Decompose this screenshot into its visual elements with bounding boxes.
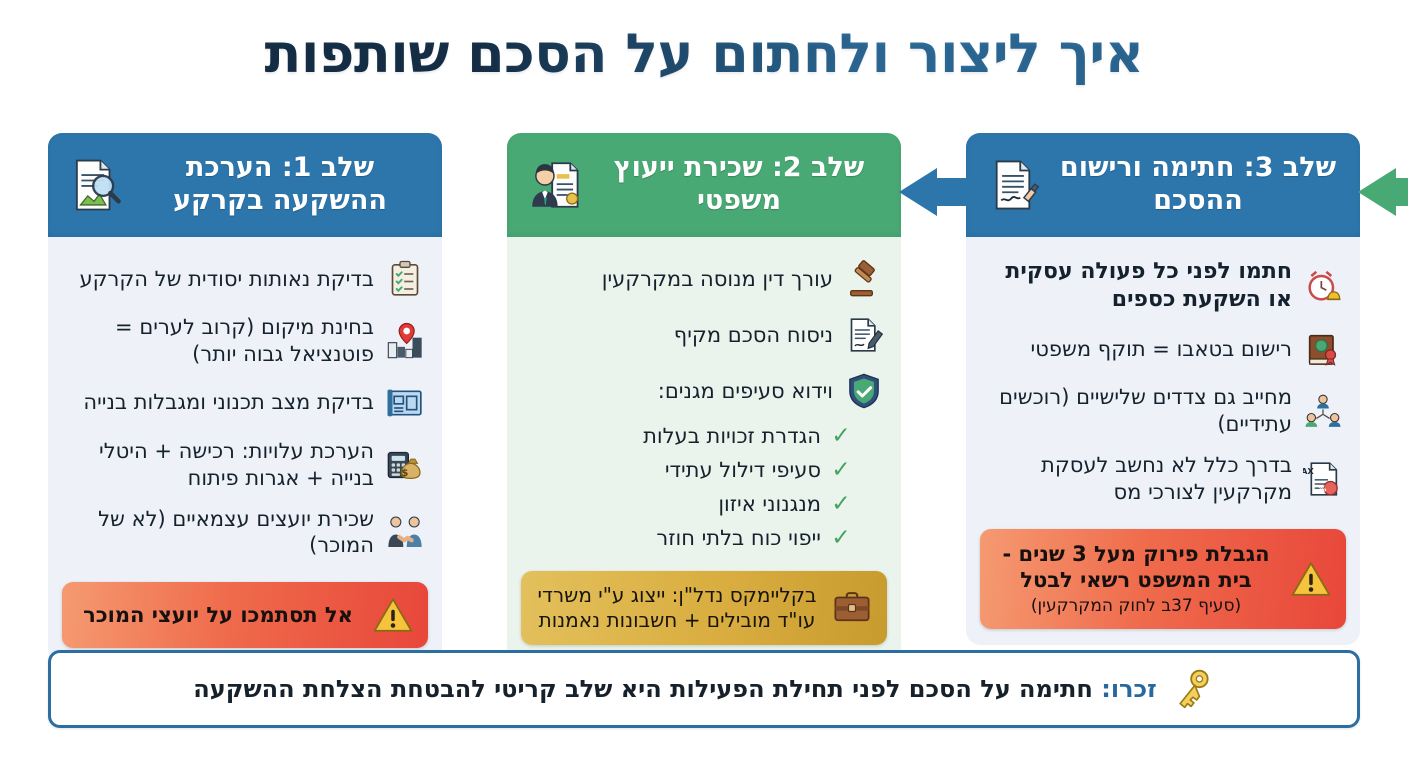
step2-bullets: עורך דין מנוסה במקרקעין: [521, 251, 887, 419]
lawyer-certificate-icon: [525, 156, 583, 214]
bullet: שכירת יועצים עצמאיים (לא של המוכר): [62, 499, 428, 567]
bullet-label: בחינת מיקום (קרוב לערים = פוטנציאל גבוה …: [115, 315, 374, 366]
bullet-label: בדיקת נאותות יסודית של הקרקע: [79, 266, 374, 291]
registry-book-icon: [1302, 328, 1344, 370]
warning-triangle-icon: [1290, 558, 1332, 600]
location-pin-city-icon: [384, 320, 426, 362]
signed-document-icon: [984, 156, 1042, 214]
arrow-step2-to-step3: [1356, 166, 1408, 218]
step3-warning-text: הגבלת פירוק מעל 3 שנים - בית המשפט רשאי …: [994, 541, 1278, 617]
bullet: חתמו לפני כל פעולה עסקית או השקעת כספים: [980, 251, 1346, 321]
contract-pen-icon: [843, 314, 885, 356]
bullet-label: בדיקת מצב תכנוני ומגבלות בנייה: [83, 390, 374, 415]
bullet: TAX % בדרך כלל לא נחשב לעסקת מקרקעין לצו…: [980, 445, 1346, 513]
step2-header: שלב 2: שכירת ייעוץ משפטי: [507, 133, 971, 237]
check-label: ייפוי כוח בלתי חוזר: [656, 526, 821, 550]
step3-body: חתמו לפני כל פעולה עסקית או השקעת כספים: [966, 237, 1360, 646]
check-icon: ✓: [831, 422, 851, 449]
bullet: ניסוח הסכם מקיף: [521, 307, 887, 363]
step1-bullets: בדיקת נאותות יסודית של הקרקע: [62, 251, 428, 566]
steps-row: שלב 3: חתימה ורישום ההסכם: [48, 133, 1408, 665]
step1-header-label: שלב 1: הערכת ההשקעה בקרקע: [173, 152, 387, 216]
step3-warning-banner: הגבלת פירוק מעל 3 שנים - בית המשפט רשאי …: [980, 528, 1346, 630]
list-item: ✓ הגדרת זכויות בעלות: [521, 419, 881, 453]
step3-header: שלב 3: חתימה ורישום ההסכם: [966, 133, 1408, 237]
bullet-label: רישום בטאבו = תוקף משפטי: [1030, 336, 1292, 361]
svg-text:%: %: [1319, 484, 1327, 493]
step1-header: שלב 1: הערכת ההשקעה בקרקע: [48, 133, 442, 237]
footer-body: חתימה על הסכם לפני תחילת הפעילות היא שלב…: [193, 675, 1102, 703]
check-label: מנגנוני איזון: [718, 492, 821, 516]
check-label: סעיפי דילול עתידי: [664, 458, 821, 482]
list-item: ✓ מנגנוני איזון: [521, 487, 881, 521]
step2-highlight-text: בקליימקס נדל"ן: ייצוג ע"י משרדי עו"ד מוב…: [537, 583, 817, 633]
handshake-icon: [384, 511, 426, 553]
step2-checklist: ✓ הגדרת זכויות בעלות ✓ סעיפי דילול עתידי…: [521, 419, 887, 555]
list-item: ✓ סעיפי דילול עתידי: [521, 453, 881, 487]
alarm-clock-icon: [1302, 265, 1344, 307]
gavel-icon: [843, 258, 885, 300]
svg-text:$: $: [401, 467, 408, 478]
bullet: עורך דין מנוסה במקרקעין: [521, 251, 887, 307]
step1-body: בדיקת נאותות יסודית של הקרקע: [48, 237, 442, 665]
step3-warning-sub: (סעיף 37ב לחוק המקרקעין): [1030, 595, 1242, 616]
bullet-label: חתמו לפני כל פעולה עסקית או השקעת כספים: [1005, 259, 1292, 313]
bullet: מחייב גם צדדים שלישיים (רוכשים עתידיים): [980, 377, 1346, 445]
footer-note: זכרו: חתימה על הסכם לפני תחילת הפעילות ה…: [48, 650, 1360, 728]
step-card-step3: שלב 3: חתימה ורישום ההסכם: [966, 133, 1408, 646]
bullet-label: בדרך כלל לא נחשב לעסקת מקרקעין לצורכי מס: [1041, 453, 1292, 504]
bullet: $ הערכת עלויות: רכישה + היטלי בנייה + אג…: [62, 431, 428, 499]
bullet: רישום בטאבו = תוקף משפטי: [980, 321, 1346, 377]
blueprint-icon: [384, 382, 426, 424]
bullet: בדיקת נאותות יסודית של הקרקע: [62, 251, 428, 307]
footer-lead: זכרו:: [1101, 675, 1157, 703]
check-label: הגדרת זכויות בעלות: [643, 424, 821, 448]
people-network-icon: [1302, 390, 1344, 432]
tax-document-icon: TAX %: [1302, 458, 1344, 500]
bullet-label: הערכת עלויות: רכישה + היטלי בנייה + אגרו…: [99, 438, 374, 490]
check-icon: ✓: [831, 490, 851, 517]
svg-text:TAX: TAX: [1303, 466, 1314, 476]
step1-warning-banner: אל תסתמכו על יועצי המוכר: [62, 582, 428, 649]
check-icon: ✓: [831, 456, 851, 483]
step1-warning-text: אל תסתמכו על יועצי המוכר: [83, 603, 353, 628]
bullet: בדיקת מצב תכנוני ומגבלות בנייה: [62, 375, 428, 431]
bullet: וידוא סעיפים מגנים:: [521, 363, 887, 419]
step-card-step1: שלב 1: הערכת ההשקעה בקרקע: [48, 133, 442, 665]
step3-bullets: חתמו לפני כל פעולה עסקית או השקעת כספים: [980, 251, 1346, 513]
list-item: ✓ ייפוי כוח בלתי חוזר: [521, 521, 881, 555]
bullet-label: שכירת יועצים עצמאיים (לא של המוכר): [98, 506, 374, 558]
bullet-label: מחייב גם צדדים שלישיים (רוכשים עתידיים): [999, 385, 1292, 437]
key-icon: [1171, 667, 1215, 711]
step3-header-label: שלב 3: חתימה ורישום ההסכם: [1059, 152, 1337, 216]
step2-body: עורך דין מנוסה במקרקעין: [507, 237, 901, 662]
step2-header-label: שלב 2: שכירת ייעוץ משפטי: [613, 152, 865, 216]
bullet-label: ניסוח הסכם מקיף: [673, 322, 833, 347]
footer-text: זכרו: חתימה על הסכם לפני תחילת הפעילות ה…: [193, 675, 1156, 703]
clipboard-check-icon: [384, 258, 426, 300]
calculator-money-icon: $: [384, 444, 426, 486]
bullet: בחינת מיקום (קרוב לערים = פוטנציאל גבוה …: [62, 307, 428, 375]
bullet-label: עורך דין מנוסה במקרקעין: [601, 266, 833, 291]
land-survey-icon: [66, 156, 124, 214]
bullet-label: וידוא סעיפים מגנים:: [657, 378, 833, 403]
arrow-step1-to-step2: [897, 166, 971, 218]
step-card-step2: שלב 2: שכירת ייעוץ משפטי: [507, 133, 971, 662]
step3-warning-main: הגבלת פירוק מעל 3 שנים - בית המשפט רשאי …: [1002, 541, 1270, 593]
briefcase-icon: [831, 587, 873, 629]
warning-triangle-icon: [372, 594, 414, 636]
check-icon: ✓: [831, 524, 851, 551]
page-title: איך ליצור ולחתום על הסכם שותפות: [0, 22, 1408, 85]
step2-highlight-banner: בקליימקס נדל"ן: ייצוג ע"י משרדי עו"ד מוב…: [521, 571, 887, 646]
shield-check-icon: [843, 370, 885, 412]
